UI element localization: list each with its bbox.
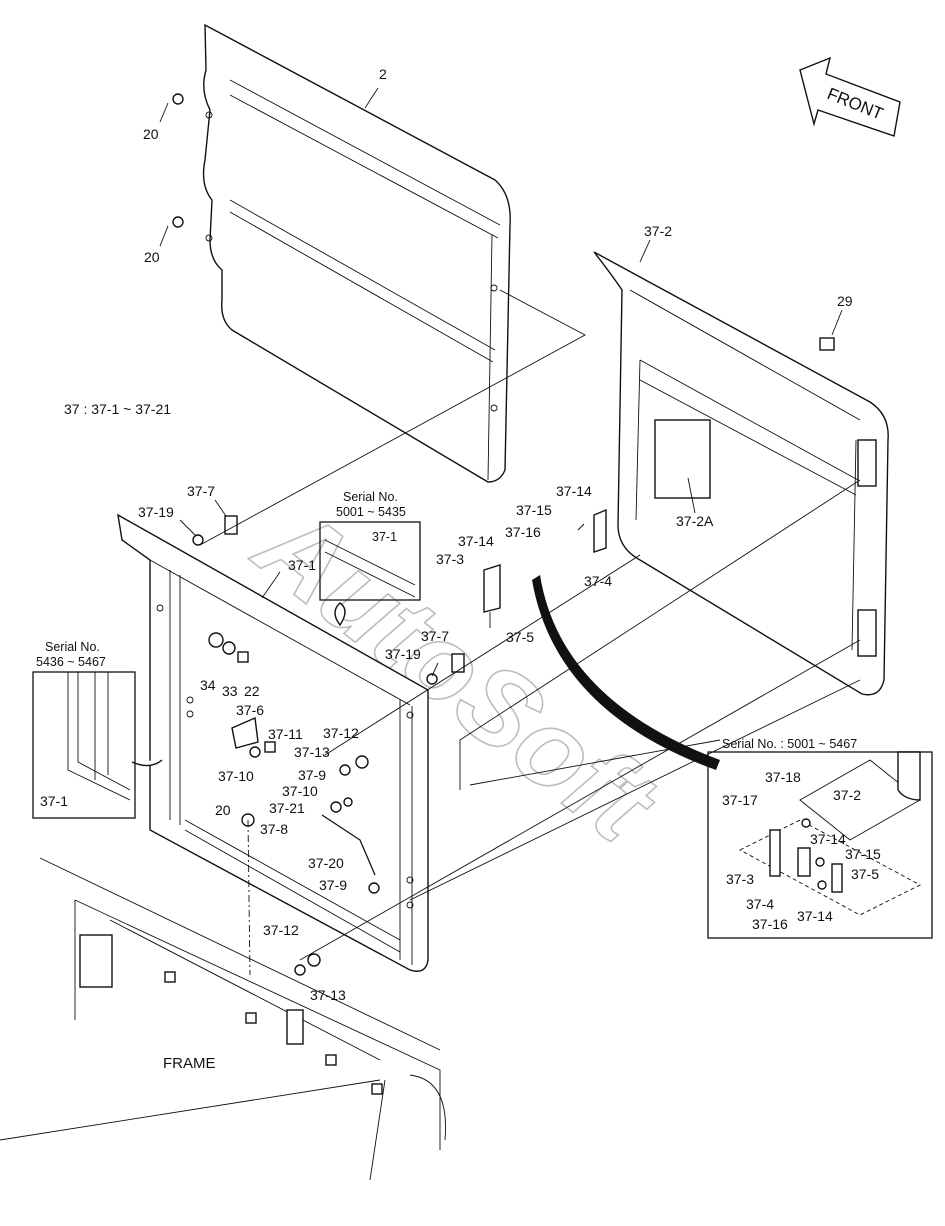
- callout-label: 37-16: [752, 916, 788, 932]
- callout-label: 37-14: [810, 831, 846, 847]
- inset-a-title: Serial No.: [343, 490, 398, 504]
- callout-label: 37-15: [845, 846, 881, 862]
- callout-label: 37-13: [310, 987, 346, 1003]
- callout-label: 37-4: [584, 573, 612, 589]
- callout-label: 37-3: [726, 871, 754, 887]
- callout-label: 37-9: [298, 767, 326, 783]
- callout-label: 37-14: [556, 483, 592, 499]
- inset-b-range: 5436 ~ 5467: [36, 655, 106, 669]
- callout-label: 37-17: [722, 792, 758, 808]
- inset-a-part: 37-1: [372, 530, 397, 544]
- callout-label: 37-3: [436, 551, 464, 567]
- callout-labels: 2 20 20 37-2 29 37-2A 37-14 37-15 37-16 …: [138, 66, 881, 1003]
- callout-label: 37-1: [288, 557, 316, 573]
- callout-label: 37-11: [268, 726, 303, 742]
- leader-lines: [159, 87, 861, 976]
- callout-label: 34: [200, 677, 216, 693]
- callout-label: 37-14: [458, 533, 494, 549]
- callout-label: 37-8: [260, 821, 288, 837]
- callout-label: 37-6: [236, 702, 264, 718]
- callout-label: 20: [143, 126, 159, 142]
- callout-label: 37-2: [833, 787, 861, 803]
- chassis-frame: [0, 857, 446, 1181]
- callout-label: 37-10: [218, 768, 254, 784]
- door-panel-37-2: [593, 251, 889, 696]
- callout-label: 37-2A: [676, 513, 714, 529]
- callout-label: 37-7: [421, 628, 449, 644]
- inset-arrow-a: [334, 602, 346, 627]
- callout-label: 29: [837, 293, 853, 309]
- inset-b-title: Serial No.: [45, 640, 100, 654]
- callout-label: 37-20: [308, 855, 344, 871]
- callout-label: 37-18: [765, 769, 801, 785]
- callout-label: 37-21: [269, 800, 305, 816]
- cover-panel-2: [202, 23, 511, 483]
- callout-label: 37-5: [506, 629, 534, 645]
- callout-label: 37-2: [644, 223, 672, 239]
- callout-label: 37-19: [385, 646, 421, 662]
- callout-label: 37-7: [187, 483, 215, 499]
- gas-spring-37-8: [321, 814, 376, 876]
- callout-label: 37-12: [323, 725, 359, 741]
- inset-serial-b: Serial No. 5436 ~ 5467 37-1: [32, 640, 136, 819]
- callout-label: 22: [244, 683, 260, 699]
- callout-label: 37-4: [746, 896, 774, 912]
- callout-label: 37-5: [851, 866, 879, 882]
- callout-label: 37-16: [505, 524, 541, 540]
- callout-label: 37-14: [797, 908, 833, 924]
- inset-serial-a: Serial No. 5001 ~ 5435 37-1: [319, 490, 421, 601]
- callout-label: 37-19: [138, 504, 174, 520]
- front-arrow-icon: FRONT: [799, 56, 901, 137]
- callout-label: 37-10: [282, 783, 318, 799]
- group-note: 37 : 37-1 ~ 37-21: [64, 401, 171, 417]
- frame-label: FRAME: [163, 1055, 216, 1072]
- callout-label: 37-12: [263, 922, 299, 938]
- inset-b-part: 37-1: [40, 793, 68, 809]
- callout-label: 20: [215, 802, 231, 818]
- callout-label: 20: [144, 249, 160, 265]
- inset-a-range: 5001 ~ 5435: [336, 505, 406, 519]
- callout-label: 33: [222, 683, 238, 699]
- callout-label: 37-13: [294, 744, 330, 760]
- inset-serial-c: Serial No. : 5001 ~ 5467: [707, 737, 933, 939]
- callout-label: 37-9: [319, 877, 347, 893]
- callout-label: 37-15: [516, 502, 552, 518]
- callout-label: 2: [379, 66, 387, 82]
- inset-c-title: Serial No. : 5001 ~ 5467: [722, 737, 857, 751]
